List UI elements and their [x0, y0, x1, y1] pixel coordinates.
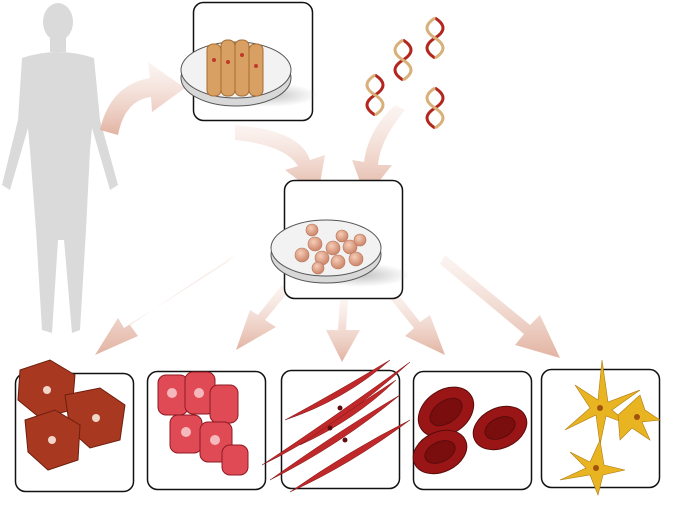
arrow-dish-to-ips — [235, 125, 325, 195]
arrow-human-to-dish — [100, 62, 185, 135]
arrow-to-heart — [236, 285, 290, 350]
arrow-to-liver — [95, 255, 235, 355]
dna-icon — [365, 16, 445, 130]
arrow-to-nerve — [440, 255, 560, 358]
muscle-cell-icon — [261, 359, 411, 493]
arrow-dna-to-ips — [352, 105, 405, 198]
muscle-cell-box — [261, 359, 411, 493]
petri-dish-icon — [180, 39, 292, 107]
ips-cells — [294, 223, 367, 275]
human-body-icon — [2, 3, 118, 333]
cardiomyocyte-icon — [157, 371, 249, 476]
heart-cell-box — [146, 370, 267, 491]
liver-cell-box — [14, 359, 135, 493]
fibroblast-cells — [206, 39, 264, 97]
hepatocyte-icon — [17, 359, 126, 471]
red-blood-cell-icon — [412, 386, 528, 475]
pluripotent-cell-dish-box — [270, 179, 410, 300]
arrows — [95, 62, 560, 362]
somatic-cell-dish-box — [180, 1, 318, 122]
blood-cell-box — [412, 370, 533, 491]
arrow-to-muscle — [326, 300, 360, 362]
neuron-icon — [559, 359, 661, 496]
arrow-to-blood — [388, 290, 445, 355]
nerve-cell-box — [540, 359, 661, 496]
petri-dish-icon — [270, 219, 382, 284]
